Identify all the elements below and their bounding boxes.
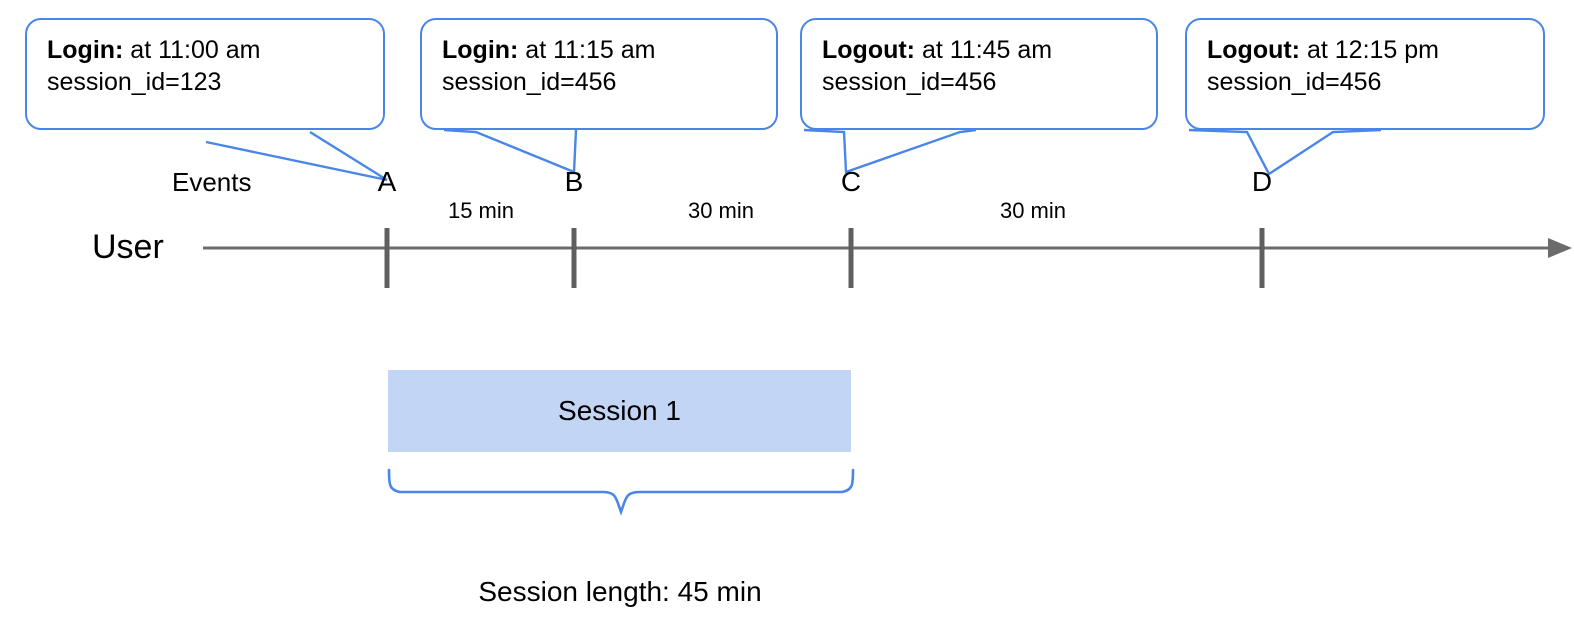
- callout-tail-b: [443, 128, 578, 174]
- session-length-caption: Session length: 45 min: [478, 576, 762, 607]
- callout-a-line1: Login: at 11:00 am: [47, 34, 363, 66]
- marker-label-a: A: [377, 166, 397, 197]
- callout-b-time: at 11:15 am: [518, 36, 656, 64]
- callout-d-event-type: Logout:: [1207, 36, 1301, 64]
- interval-label-a-b: 15 min: [447, 198, 515, 223]
- events-lane-label: Events: [172, 167, 252, 197]
- callout-a-time: at 11:00 am: [123, 36, 261, 64]
- callout-a-event-type: Login:: [47, 36, 124, 64]
- session-bar-label: Session 1: [558, 395, 681, 426]
- callout-bubble-c[interactable]: Logout: at 11:45 am session_id=456: [800, 18, 1158, 130]
- interval-label-c-d: 30 min: [999, 198, 1067, 223]
- callout-d-session-id: session_id=456: [1207, 68, 1382, 96]
- session-span-brace: [387, 468, 855, 516]
- callout-c-line1: Logout: at 11:45 am: [822, 34, 1136, 66]
- callout-b-session-id: session_id=456: [442, 68, 617, 96]
- marker-label-d: D: [1251, 166, 1273, 197]
- timeline-axis: [203, 228, 1572, 288]
- callout-tail-c: [803, 128, 977, 174]
- user-lane-label: User: [92, 228, 164, 266]
- axis-arrowhead: [1548, 238, 1572, 258]
- interval-label-b-c: 30 min: [687, 198, 755, 223]
- marker-label-c: C: [840, 166, 862, 197]
- callout-tail-a: [205, 130, 388, 182]
- callout-b-event-type: Login:: [442, 36, 519, 64]
- callout-c-event-type: Logout:: [822, 36, 916, 64]
- callout-tail-d: [1188, 128, 1382, 176]
- session-bar[interactable]: Session 1: [388, 370, 851, 452]
- callout-bubble-b[interactable]: Login: at 11:15 am session_id=456: [420, 18, 778, 130]
- callout-d-time: at 12:15 pm: [1300, 36, 1439, 64]
- marker-label-b: B: [564, 166, 584, 197]
- callout-d-line1: Logout: at 12:15 pm: [1207, 34, 1523, 66]
- callout-bubble-a[interactable]: Login: at 11:00 am session_id=123: [25, 18, 385, 130]
- callout-c-time: at 11:45 am: [915, 36, 1053, 64]
- callout-bubble-d[interactable]: Logout: at 12:15 pm session_id=456: [1185, 18, 1545, 130]
- callout-a-session-id: session_id=123: [47, 68, 222, 96]
- callout-b-line1: Login: at 11:15 am: [442, 34, 756, 66]
- callout-c-session-id: session_id=456: [822, 68, 997, 96]
